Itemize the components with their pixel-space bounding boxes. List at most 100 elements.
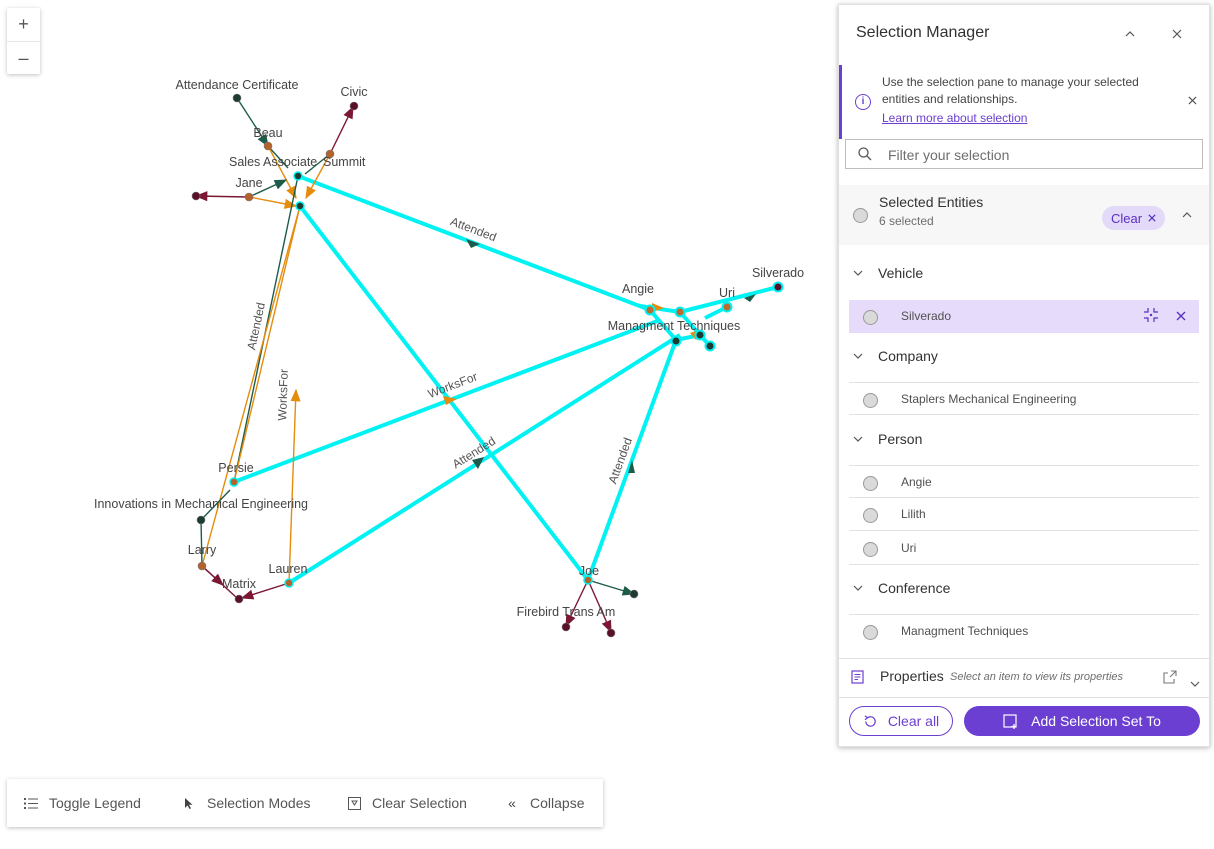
collapse-entities-button[interactable] [1182, 209, 1192, 221]
group-header-company[interactable]: Company [839, 342, 1209, 374]
link-chart-canvas[interactable]: Attendance Certificate Civic Beau Sales … [0, 0, 830, 770]
node-selected-small[interactable] [694, 329, 706, 341]
node-lauren[interactable] [284, 578, 294, 588]
chevron-down-icon[interactable] [1190, 674, 1200, 692]
item-radio[interactable] [863, 508, 878, 523]
filter-selection-field[interactable] [845, 139, 1203, 169]
node-sales-associate[interactable] [293, 171, 303, 181]
list-item-angie[interactable]: Angie [849, 465, 1199, 498]
group-header-person[interactable]: Person [839, 425, 1209, 457]
clear-all-button[interactable]: Clear all [849, 706, 953, 736]
node-vehicle[interactable] [191, 191, 201, 201]
chevron-up-icon [1182, 212, 1192, 218]
remove-item-icon[interactable] [1176, 309, 1186, 324]
node-beau[interactable] [263, 141, 273, 151]
cursor-icon [181, 797, 197, 810]
node-managment-techniques[interactable] [670, 335, 682, 347]
item-radio[interactable] [863, 542, 878, 557]
add-selection-set-button[interactable]: Add Selection Set To [964, 706, 1200, 736]
item-label: Managment Techniques [901, 624, 1029, 638]
group-header-conference[interactable]: Conference [839, 574, 1209, 606]
select-all-entities-radio[interactable] [853, 208, 868, 223]
zoom-to-item-icon[interactable] [1143, 307, 1159, 326]
list-item-uri[interactable]: Uri [849, 532, 1199, 565]
node-company[interactable] [295, 201, 305, 211]
group-header-vehicle[interactable]: Vehicle [839, 259, 1209, 291]
clear-entities-chip[interactable]: Clear [1102, 206, 1165, 230]
node-label: Attendance Certificate [176, 78, 299, 92]
node-lilith[interactable] [674, 306, 686, 318]
collapse-panel-button[interactable] [1118, 22, 1142, 46]
selection-modes-label: Selection Modes [207, 795, 311, 811]
edge-attended[interactable] [587, 579, 636, 596]
edge-worksfor[interactable] [201, 205, 301, 567]
node-joe[interactable] [583, 575, 593, 585]
edge-owns[interactable] [201, 565, 238, 599]
item-radio[interactable] [863, 310, 878, 325]
node-matrix[interactable] [234, 594, 244, 604]
node-angie[interactable] [644, 304, 656, 316]
learn-more-link[interactable]: Learn more about selection [882, 111, 1028, 125]
edge-owns[interactable] [240, 582, 290, 600]
node-summit[interactable] [325, 149, 335, 159]
node-certificate[interactable] [629, 589, 639, 599]
node-attendance-certificate[interactable] [232, 93, 242, 103]
edge-selected[interactable] [679, 285, 779, 314]
collapse-button[interactable]: « Collapse [504, 779, 584, 827]
edge-attended[interactable] [236, 97, 269, 148]
list-item-lilith[interactable]: Lilith [849, 498, 1199, 531]
edge-attended[interactable] [267, 145, 289, 169]
edge-owns[interactable] [194, 191, 250, 202]
collapse-label: Collapse [530, 795, 585, 811]
edge-owns[interactable] [587, 579, 612, 634]
zoom-out-button[interactable]: – [7, 41, 40, 75]
node-silverado[interactable] [772, 281, 784, 293]
edge-worksfor[interactable] [267, 145, 297, 200]
node-label: Jane [235, 176, 262, 190]
node-uri[interactable] [721, 301, 733, 313]
toggle-legend-button[interactable]: Toggle Legend [23, 779, 141, 827]
edge-worksfor[interactable] [233, 205, 301, 483]
item-radio[interactable] [863, 476, 878, 491]
edge-worksfor[interactable] [305, 153, 331, 200]
edge-attended[interactable] [248, 179, 288, 198]
close-panel-button[interactable] [1165, 22, 1189, 46]
dismiss-notice-button[interactable] [1188, 93, 1197, 108]
node-jane[interactable] [244, 192, 254, 202]
node-innovations[interactable] [196, 515, 206, 525]
edge-attended[interactable] [304, 153, 331, 175]
node-firebird[interactable] [561, 622, 571, 632]
selection-modes-button[interactable]: Selection Modes [181, 779, 311, 827]
edge-owns[interactable] [329, 105, 354, 155]
node-selected-small[interactable] [704, 340, 716, 352]
properties-section[interactable]: Properties Select an item to view its pr… [839, 658, 1209, 696]
list-item-staplers[interactable]: Staplers Mechanical Engineering [849, 382, 1199, 415]
item-radio[interactable] [863, 625, 878, 640]
node-label: Innovations in Mechanical Engineering [94, 497, 308, 511]
properties-label: Properties [880, 668, 944, 684]
item-radio[interactable] [863, 393, 878, 408]
clear-selection-button[interactable]: Clear Selection [346, 779, 467, 827]
node-larry[interactable] [197, 561, 207, 571]
node-persie[interactable] [229, 477, 239, 487]
edge-attended[interactable] [200, 489, 231, 521]
chevron-down-icon [853, 583, 863, 594]
edge-attended-selected[interactable] [287, 333, 682, 585]
pop-out-icon[interactable] [1163, 670, 1177, 689]
edge-worksfor[interactable] [248, 196, 298, 209]
item-label: Lilith [901, 507, 926, 521]
edge-selected[interactable] [648, 308, 678, 342]
list-item-silverado[interactable]: Silverado [849, 300, 1199, 333]
node-vehicle[interactable] [606, 628, 616, 638]
edge-worksfor-selected[interactable] [298, 204, 590, 582]
edge-attended[interactable] [200, 519, 203, 567]
edge-worksfor[interactable] [288, 388, 301, 584]
node-civic[interactable] [349, 101, 359, 111]
zoom-in-button[interactable]: + [18, 14, 29, 34]
filter-selection-input[interactable] [886, 144, 1190, 166]
node-label: Summit [323, 155, 366, 169]
zoom-control: + – [7, 8, 40, 74]
list-item-managment-techniques[interactable]: Managment Techniques [849, 614, 1199, 647]
selected-entities-title: Selected Entities [879, 194, 984, 210]
edge-owns[interactable] [565, 579, 589, 628]
